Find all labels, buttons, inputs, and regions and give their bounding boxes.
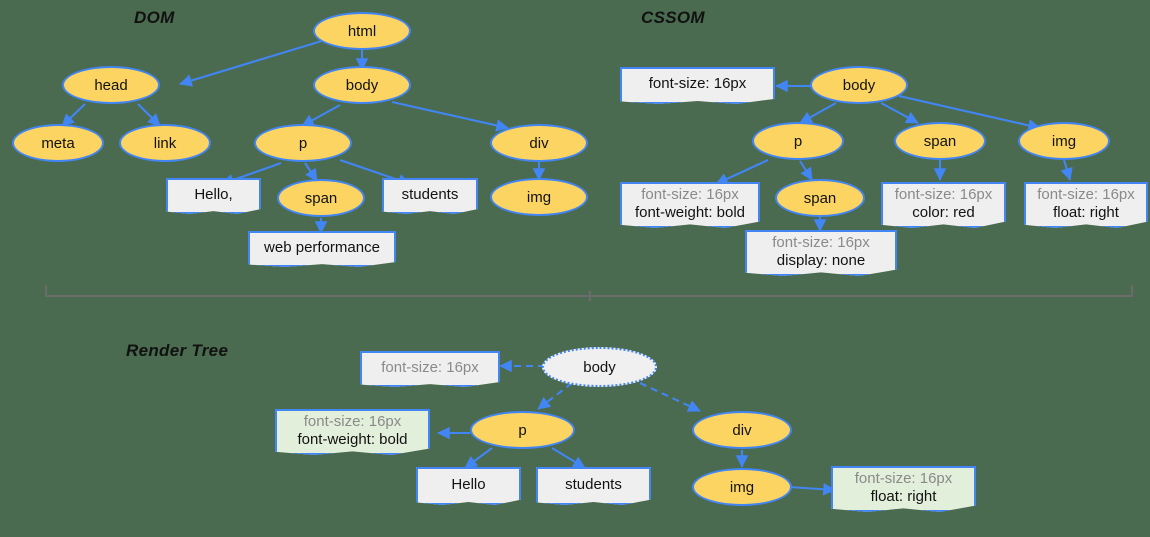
- dom-node-span[interactable]: span: [277, 179, 365, 217]
- render-node-img[interactable]: img: [692, 468, 792, 506]
- node-label: p: [298, 134, 308, 152]
- rule-line: font-size: 16px: [381, 358, 479, 376]
- text-value: students: [401, 185, 459, 203]
- render-rule-body[interactable]: font-size: 16px: [360, 351, 500, 387]
- node-label: span: [923, 132, 957, 150]
- cssom-node-p[interactable]: p: [752, 122, 844, 160]
- cssom-rule-span-nested[interactable]: font-size: 16px display: none: [745, 230, 897, 276]
- render-node-div[interactable]: div: [692, 411, 792, 449]
- rule-line: font-weight: bold: [634, 203, 746, 221]
- render-node-p[interactable]: p: [470, 411, 575, 449]
- node-label: meta: [41, 134, 75, 152]
- dom-node-meta[interactable]: meta: [12, 124, 104, 162]
- dom-node-div[interactable]: div: [490, 124, 588, 162]
- node-label: span: [803, 189, 837, 207]
- cssom-rule-p[interactable]: font-size: 16px font-weight: bold: [620, 182, 760, 228]
- cssom-rule-span[interactable]: font-size: 16px color: red: [881, 182, 1006, 228]
- cssom-node-span[interactable]: span: [894, 122, 986, 160]
- rule-line: font-size: 16px: [303, 412, 402, 430]
- text-value: Hello: [451, 475, 486, 493]
- rule-line: font-size: 16px: [894, 185, 993, 203]
- divider-tick-left: [45, 285, 47, 295]
- node-label: p: [518, 421, 527, 439]
- rule-line: color: red: [912, 203, 975, 221]
- node-label: img: [526, 188, 552, 206]
- section-title-cssom: CSSOM: [641, 8, 705, 27]
- node-label: body: [583, 358, 616, 376]
- render-text-hello[interactable]: Hello: [416, 467, 521, 505]
- cssom-node-span-nested[interactable]: span: [775, 179, 865, 217]
- node-label: link: [153, 134, 177, 152]
- node-label: div: [529, 134, 549, 152]
- rule-line: float: right: [870, 487, 937, 505]
- dom-node-img[interactable]: img: [490, 178, 588, 216]
- divider-tick-right: [1131, 285, 1133, 295]
- text-value: web performance: [264, 238, 380, 256]
- node-label: div: [732, 421, 752, 439]
- node-label: body: [842, 76, 876, 94]
- render-node-body[interactable]: body: [542, 347, 657, 387]
- section-title-render-tree: Render Tree: [126, 341, 229, 360]
- node-label: html: [347, 22, 377, 40]
- dom-node-head[interactable]: head: [62, 66, 160, 104]
- rule-line: font-weight: bold: [297, 430, 408, 448]
- rule-line: font-size: 16px: [1037, 185, 1135, 203]
- rule-line: font-size: 16px: [641, 185, 739, 203]
- text-value: students: [565, 475, 622, 493]
- cssom-node-img[interactable]: img: [1018, 122, 1110, 160]
- text-value: Hello,: [194, 185, 233, 203]
- rule-line: float: right: [1053, 203, 1119, 221]
- render-rule-p[interactable]: font-size: 16px font-weight: bold: [275, 409, 430, 455]
- dom-text-students[interactable]: students: [382, 178, 478, 214]
- dom-text-hello[interactable]: Hello,: [166, 178, 261, 214]
- rule-line: font-size: 16px: [772, 233, 870, 251]
- dom-node-html[interactable]: html: [313, 12, 411, 50]
- node-label: span: [304, 189, 338, 207]
- cssom-rule-img[interactable]: font-size: 16px float: right: [1024, 182, 1148, 228]
- section-title-dom: DOM: [134, 8, 175, 27]
- dom-node-body[interactable]: body: [313, 66, 411, 104]
- divider-tick-center: [589, 291, 591, 301]
- node-label: head: [94, 76, 128, 94]
- rule-line: font-size: 16px: [854, 469, 953, 487]
- cssom-node-body[interactable]: body: [810, 66, 908, 104]
- dom-node-link[interactable]: link: [119, 124, 211, 162]
- dom-node-p[interactable]: p: [254, 124, 352, 162]
- dom-text-web-performance[interactable]: web performance: [248, 231, 396, 267]
- rule-line: display: none: [776, 251, 866, 269]
- node-label: img: [1051, 132, 1077, 150]
- node-label: img: [729, 478, 755, 496]
- node-label: p: [793, 132, 803, 150]
- render-text-students[interactable]: students: [536, 467, 651, 505]
- render-rule-img[interactable]: font-size: 16px float: right: [831, 466, 976, 512]
- cssom-rule-body[interactable]: font-size: 16px: [620, 67, 775, 104]
- rule-line: font-size: 16px: [648, 75, 747, 93]
- node-label: body: [345, 76, 379, 94]
